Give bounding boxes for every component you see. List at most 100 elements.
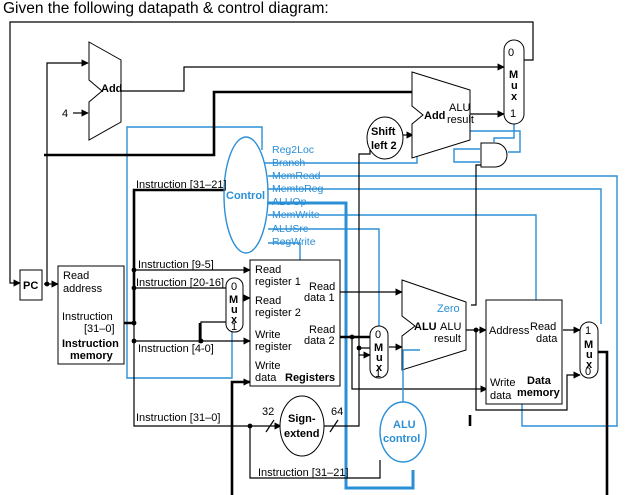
branch-adder: Add ALU result: [411, 71, 474, 159]
svg-text:x: x: [231, 314, 238, 326]
svg-text:u: u: [376, 352, 383, 364]
svg-text:data: data: [536, 333, 558, 345]
svg-text:Read: Read: [63, 270, 89, 282]
svg-text:x: x: [586, 359, 593, 371]
svg-text:Instruction [9-5]: Instruction [9-5]: [138, 259, 214, 271]
svg-text:data: data: [255, 372, 277, 384]
control-signal-labels: Reg2Loc Branch MemRead MemtoReg ALUOp Me…: [272, 144, 324, 248]
svg-text:Read: Read: [309, 324, 335, 336]
svg-text:Read: Read: [530, 321, 556, 333]
pc-adder: Add: [88, 41, 122, 141]
svg-text:Data: Data: [527, 375, 552, 387]
svg-text:register: register: [255, 341, 292, 353]
svg-text:PC: PC: [23, 280, 38, 292]
svg-text:0: 0: [508, 47, 514, 59]
svg-text:Instruction [31–21]: Instruction [31–21]: [136, 179, 227, 191]
svg-text:Write: Write: [255, 360, 280, 372]
svg-text:ALU: ALU: [449, 102, 470, 114]
svg-text:32: 32: [262, 406, 274, 418]
svg-text:Instruction: Instruction: [62, 338, 119, 350]
svg-text:x: x: [511, 91, 518, 103]
svg-text:data 1: data 1: [304, 292, 335, 304]
shift-left-2: Shift left 2: [366, 116, 404, 160]
instruction-field-labels: Instruction [31–21] Instruction [9-5] In…: [136, 179, 349, 479]
svg-text:u: u: [511, 80, 518, 92]
svg-text:0: 0: [375, 329, 381, 341]
svg-text:Add: Add: [424, 110, 445, 122]
pc-register: PC: [19, 269, 43, 301]
svg-text:data 2: data 2: [304, 335, 335, 347]
svg-text:Address: Address: [489, 325, 530, 337]
pc-source-mux: 0 M u x 1: [503, 39, 525, 125]
signal-label: Reg2Loc: [272, 144, 314, 156]
svg-text:Instruction [4-0]: Instruction [4-0]: [138, 343, 214, 355]
signal-label: ALUSrc: [272, 223, 308, 235]
alu: ALU Zero ALU result: [401, 279, 467, 371]
signal-label: ALUOp: [272, 196, 307, 208]
signal-label: Branch: [272, 157, 305, 169]
instruction-memory: Read address Instruction [31–0] Instruct…: [57, 265, 125, 365]
data-memory: Address Read data Write data Data memory: [485, 299, 563, 405]
datapath-wires: [9, 21, 609, 495]
svg-text:ALU: ALU: [414, 321, 437, 333]
svg-text:1: 1: [510, 108, 516, 120]
svg-text:Shift: Shift: [371, 126, 396, 138]
svg-text:M: M: [584, 339, 593, 351]
svg-text:ALU: ALU: [440, 321, 461, 333]
control-unit: Control: [223, 136, 269, 254]
svg-text:Write: Write: [490, 377, 515, 389]
svg-text:[31–0]: [31–0]: [84, 323, 115, 335]
svg-text:ALU: ALU: [393, 419, 416, 431]
svg-text:0: 0: [231, 281, 237, 293]
svg-text:u: u: [586, 349, 593, 361]
svg-text:result: result: [434, 333, 461, 345]
svg-text:memory: memory: [517, 387, 561, 399]
signal-label: MemtoReg: [272, 183, 324, 195]
constant-four: 4: [62, 108, 68, 120]
svg-text:M: M: [374, 342, 383, 354]
svg-text:control: control: [383, 433, 420, 445]
svg-text:Add: Add: [101, 83, 122, 95]
svg-text:Instruction [31–21]: Instruction [31–21]: [258, 467, 349, 479]
svg-text:extend: extend: [284, 428, 319, 440]
sign-extend: Sign- extend 32 64: [262, 395, 343, 457]
svg-text:address: address: [63, 283, 103, 295]
junction-dots: [44, 267, 479, 429]
svg-text:x: x: [376, 362, 383, 374]
svg-text:1: 1: [585, 325, 591, 337]
svg-text:Control: Control: [226, 190, 265, 202]
svg-text:Instruction: Instruction: [62, 311, 113, 323]
svg-text:M: M: [229, 294, 238, 306]
page-title: Given the following datapath & control d…: [3, 0, 329, 17]
signal-label: RegWrite: [272, 236, 316, 248]
control-wires: [126, 120, 618, 490]
and-gate: [480, 142, 508, 168]
svg-text:1: 1: [231, 321, 237, 333]
signal-label: MemRead: [272, 170, 321, 182]
svg-text:Read: Read: [255, 295, 281, 307]
svg-text:Registers: Registers: [285, 372, 335, 384]
svg-text:Read: Read: [309, 281, 335, 293]
alusrc-mux: 0 M u x 1: [369, 325, 389, 380]
memtoreg-mux: 1 M u x 0: [579, 321, 599, 379]
reg2loc-mux: 0 M u x 1: [225, 277, 244, 333]
svg-text:Read: Read: [255, 264, 281, 276]
register-file: Read register 1 Read register 2 Write re…: [249, 259, 341, 387]
svg-text:result: result: [447, 114, 474, 126]
alu-control: ALU control: [379, 349, 427, 463]
svg-text:1: 1: [375, 368, 381, 380]
svg-text:M: M: [509, 69, 518, 81]
signal-label: MemWrite: [272, 209, 320, 221]
svg-text:register 1: register 1: [255, 276, 301, 288]
svg-text:memory: memory: [70, 350, 114, 362]
svg-text:u: u: [231, 304, 238, 316]
svg-text:64: 64: [331, 406, 343, 418]
svg-text:data: data: [490, 390, 512, 402]
svg-text:Write: Write: [255, 329, 280, 341]
svg-text:Sign-: Sign-: [288, 413, 316, 425]
svg-text:0: 0: [585, 366, 591, 378]
svg-text:Instruction [20-16]: Instruction [20-16]: [136, 277, 224, 289]
svg-text:left 2: left 2: [371, 140, 397, 152]
svg-text:register 2: register 2: [255, 307, 301, 319]
